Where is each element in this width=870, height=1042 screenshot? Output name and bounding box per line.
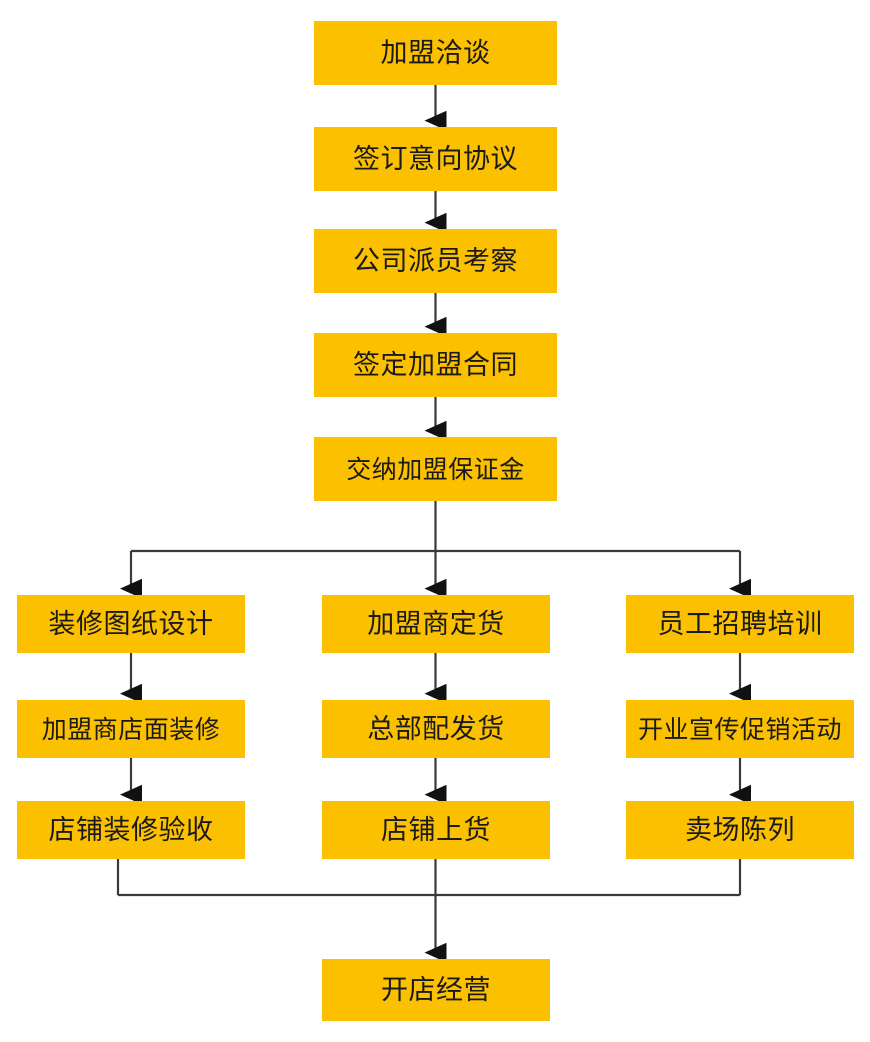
flow-node-n8[interactable]: 员工招聘培训 [626, 595, 854, 653]
flow-node-n9[interactable]: 加盟商店面装修 [17, 700, 245, 758]
flow-node-n5[interactable]: 交纳加盟保证金 [314, 437, 557, 501]
flow-node-n14[interactable]: 卖场陈列 [626, 801, 854, 859]
flow-node-n7[interactable]: 加盟商定货 [322, 595, 550, 653]
flow-node-n10[interactable]: 总部配发货 [322, 700, 550, 758]
flow-node-n13[interactable]: 店铺上货 [322, 801, 550, 859]
flow-node-n3[interactable]: 公司派员考察 [314, 229, 557, 293]
flow-node-n4[interactable]: 签定加盟合同 [314, 333, 557, 397]
flow-node-n1[interactable]: 加盟洽谈 [314, 21, 557, 85]
flow-node-n2[interactable]: 签订意向协议 [314, 127, 557, 191]
flow-node-n12[interactable]: 店铺装修验收 [17, 801, 245, 859]
flow-node-n6[interactable]: 装修图纸设计 [17, 595, 245, 653]
flow-node-n11[interactable]: 开业宣传促销活动 [626, 700, 854, 758]
flow-node-n15[interactable]: 开店经营 [322, 959, 550, 1021]
